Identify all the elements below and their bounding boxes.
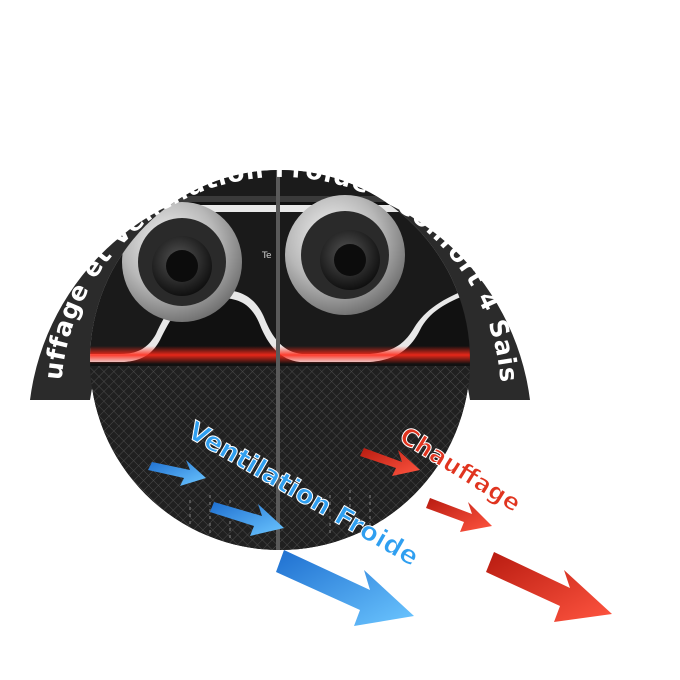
- cooling-arrow-icon: [148, 460, 206, 486]
- knob-icon: [122, 202, 242, 322]
- knob-icon: [285, 195, 405, 315]
- cooling-arrow-icon: [210, 502, 284, 536]
- heating-arrow-icon: [426, 498, 492, 532]
- heating-arrow-icon: [360, 448, 420, 476]
- heating-arrow-icon: [486, 552, 612, 622]
- brand-text: Te: [261, 251, 272, 261]
- cooling-arrow-icon: [276, 550, 414, 626]
